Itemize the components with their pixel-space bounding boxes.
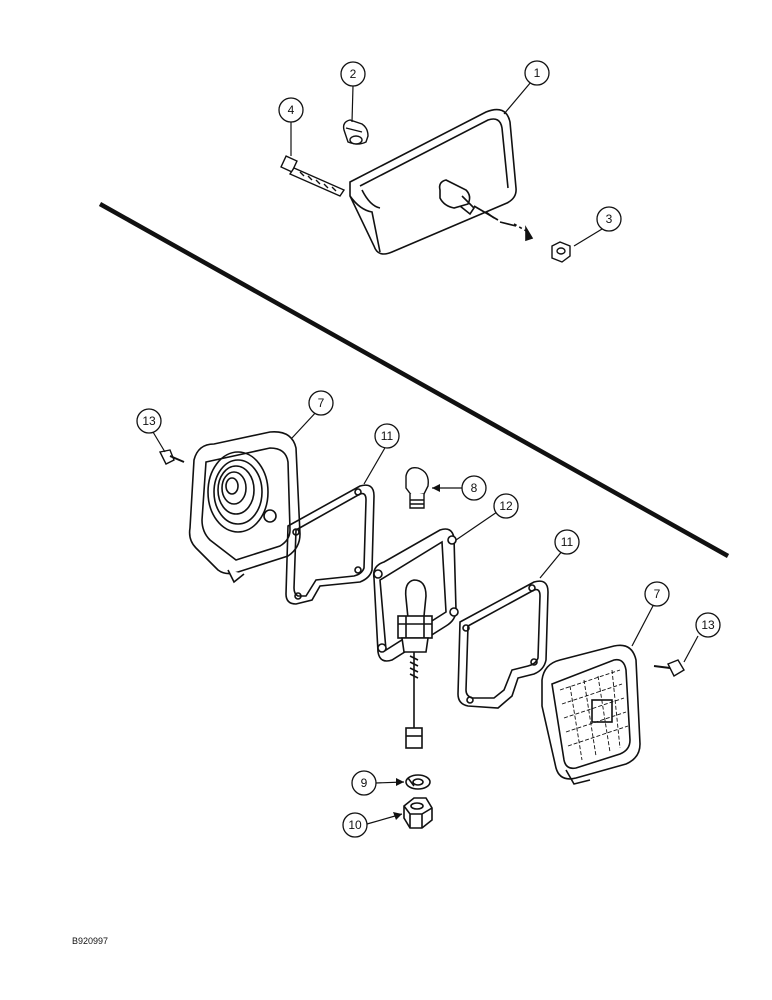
svg-text:2: 2 (350, 67, 357, 81)
callout-12: 12 (493, 493, 519, 519)
svg-text:12: 12 (499, 499, 513, 513)
svg-text:4: 4 (288, 103, 295, 117)
callout-8: 8 (461, 475, 487, 501)
callout-4: 4 (278, 97, 304, 123)
gasket-part-11-right (457, 580, 549, 709)
bolt-part-4 (280, 155, 346, 197)
callout-11-left: 11 (374, 423, 400, 449)
svg-text:13: 13 (142, 414, 156, 428)
lamp-lens-part-7-right (541, 644, 641, 785)
drawing-reference-id: B920997 (72, 936, 108, 946)
callout-10: 10 (342, 812, 368, 838)
section-divider-line (98, 202, 730, 558)
callout-13-right: 13 (695, 612, 721, 638)
svg-text:13: 13 (701, 618, 715, 632)
svg-text:1: 1 (534, 66, 541, 80)
callout-9: 9 (351, 770, 377, 796)
bulb-holder-plate-part-12 (372, 528, 459, 749)
svg-text:3: 3 (606, 212, 613, 226)
lock-washer-part-9 (405, 774, 431, 790)
callout-7-right: 7 (644, 581, 670, 607)
callout-1: 1 (524, 60, 550, 86)
lamp-body-part-7-left (188, 431, 301, 584)
svg-text:10: 10 (348, 818, 362, 832)
svg-text:11: 11 (381, 429, 394, 443)
callout-11-right: 11 (554, 529, 580, 555)
callout-3: 3 (596, 206, 622, 232)
lamp-housing-part-1 (349, 108, 534, 255)
gasket-part-11-left (285, 484, 375, 605)
screw-part-13-right (653, 659, 685, 677)
leader-arrowheads (393, 484, 440, 820)
svg-text:7: 7 (654, 587, 661, 601)
bulb-part-8 (405, 466, 429, 509)
svg-text:11: 11 (561, 535, 574, 549)
callout-13-left: 13 (136, 408, 162, 434)
callout-7-left: 7 (308, 390, 334, 416)
hex-nut-part-10 (403, 797, 433, 829)
callout-2: 2 (340, 61, 366, 87)
leader-lines (152, 81, 699, 825)
svg-text:7: 7 (318, 396, 325, 410)
screw-part-13-left (158, 449, 185, 465)
svg-text:8: 8 (471, 481, 478, 495)
nut-part-3 (551, 241, 571, 263)
bulb-part-2 (342, 119, 369, 145)
svg-text:9: 9 (361, 776, 368, 790)
